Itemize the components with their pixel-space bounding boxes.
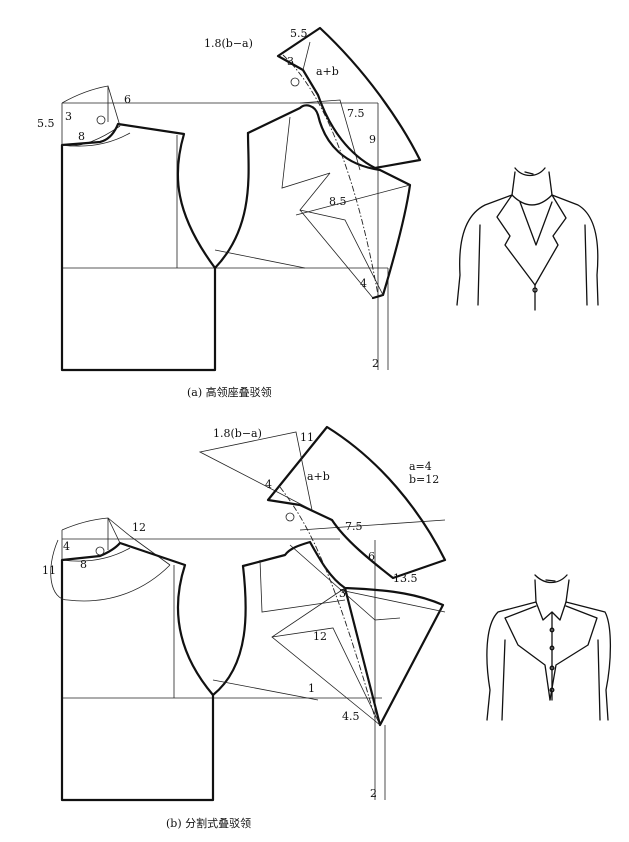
label-b-n11-left: 11 [42,564,56,577]
label-b-a-val: a=4 [409,460,432,473]
label-b-n135: 13.5 [393,572,418,585]
label-a-n85: 8.5 [329,195,347,208]
label-b-n4: 4 [265,478,272,491]
back-bodice-a [60,86,389,372]
notch-circle-b2 [285,512,295,522]
label-b-b-val: b=12 [409,473,439,486]
back-bodice-b [60,518,386,802]
caption-a: (a) 高领座叠驳领 [187,385,272,399]
label-a-formula: 1.8(b−a) [204,37,253,50]
label-a-n3-left: 3 [65,110,72,123]
label-a-n8: 8 [78,130,85,143]
label-a-top-55: 5.5 [290,27,308,40]
label-a-n2: 2 [372,357,379,370]
notch-circle [96,115,106,125]
front-armhole-a [213,131,250,270]
label-a-n9: 9 [369,133,376,146]
back-bodice-outline-b [60,541,215,802]
label-b-n4-left: 4 [63,540,70,553]
label-b-n11-top: 11 [300,431,314,444]
label-a-n3-collar: 3 [287,55,294,68]
caption-b: (b) 分割式叠驳领 [166,816,251,830]
label-b-n12-mid: 12 [313,630,327,643]
label-b-n3: 3 [339,587,346,600]
label-b-n8: 8 [80,558,87,571]
roll-line-a [282,54,379,296]
label-b-n45: 4.5 [342,710,360,723]
front-armhole-b [211,564,247,697]
jacket-sketch-b [486,574,612,721]
label-b-formula: 1.8(b−a) [213,427,262,440]
label-b-n2: 2 [370,787,377,800]
collar-b [198,425,447,580]
collar-a [276,26,422,170]
figure-b: 1.8(b−a) 11 a+b a=4 b=12 4 12 11 4 8 7.5… [42,425,612,830]
back-collar-a [61,85,131,147]
label-b-n6: 6 [368,550,375,563]
label-b-n1: 1 [308,682,315,695]
notch-circle [290,77,300,87]
front-bodice-a [214,54,412,300]
jacket-sketch-a [456,167,599,311]
label-a-n4: 4 [360,277,367,290]
label-a-n75: 7.5 [347,107,365,120]
notch-circle-b [95,546,105,556]
label-b-ab: a+b [307,470,330,483]
label-a-n6: 6 [124,93,131,106]
label-a-n55-left: 5.5 [37,117,55,130]
label-b-n12-top: 12 [132,521,146,534]
figure-a: 5.5 1.8(b−a) 3 a+b 6 5.5 3 8 7.5 9 8.5 4… [37,26,599,399]
front-bodice-b [212,486,446,727]
roll-line-b [279,486,376,719]
back-collar-b [50,517,171,602]
back-bodice-outline [60,122,217,372]
label-a-ab: a+b [316,65,339,78]
label-b-n75: 7.5 [345,520,363,533]
